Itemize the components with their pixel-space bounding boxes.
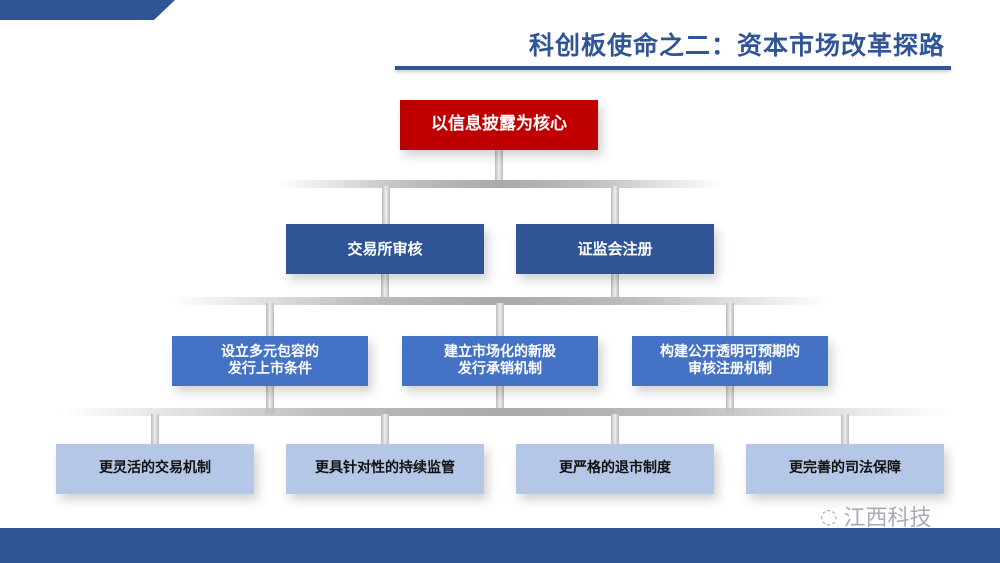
connector [280, 180, 720, 188]
footer-band [0, 528, 1000, 563]
connector [611, 186, 619, 224]
node-level3: 构建公开透明可预期的审核注册机制 [632, 336, 828, 386]
node-line: 审核注册机制 [688, 361, 772, 377]
node-level4: 更灵活的交易机制 [56, 444, 254, 494]
node-line: 发行上市条件 [228, 361, 312, 377]
title-underline [395, 66, 951, 70]
connector [496, 386, 504, 414]
connector [611, 274, 619, 304]
connector [611, 414, 619, 444]
connector [170, 297, 830, 305]
page-title: 科创板使命之二：资本市场改革探路 [528, 31, 945, 60]
watermark-text: 江西科技 [843, 506, 932, 531]
node-level4: 更严格的退市制度 [516, 444, 714, 494]
connector [266, 303, 274, 336]
connector [495, 150, 503, 184]
node-level4: 更具针对性的持续监管 [286, 444, 484, 494]
node-line: 建立市场化的新股 [444, 343, 556, 360]
node-line: 发行承销机制 [458, 361, 542, 377]
node-line: 设立多元包容的 [221, 343, 319, 360]
connector [382, 186, 390, 224]
node-csrc-registration: 证监会注册 [516, 224, 714, 274]
watermark: ◌ 江西科技 [820, 500, 931, 532]
connector [151, 414, 159, 444]
connector [841, 414, 849, 444]
node-exchange-review: 交易所审核 [286, 224, 484, 274]
connector [726, 303, 734, 336]
wechat-icon: ◌ [820, 504, 838, 528]
connector [496, 303, 504, 336]
corner-decoration [0, 0, 175, 20]
root-node: 以信息披露为核心 [400, 100, 598, 150]
connector [266, 386, 274, 414]
connector [381, 414, 389, 444]
node-level4: 更完善的司法保障 [746, 444, 944, 494]
connector [60, 408, 950, 416]
node-level3: 设立多元包容的发行上市条件 [172, 336, 368, 386]
connector [726, 386, 734, 414]
node-level3: 建立市场化的新股发行承销机制 [402, 336, 598, 386]
connector [381, 274, 389, 304]
node-line: 构建公开透明可预期的 [660, 343, 800, 360]
